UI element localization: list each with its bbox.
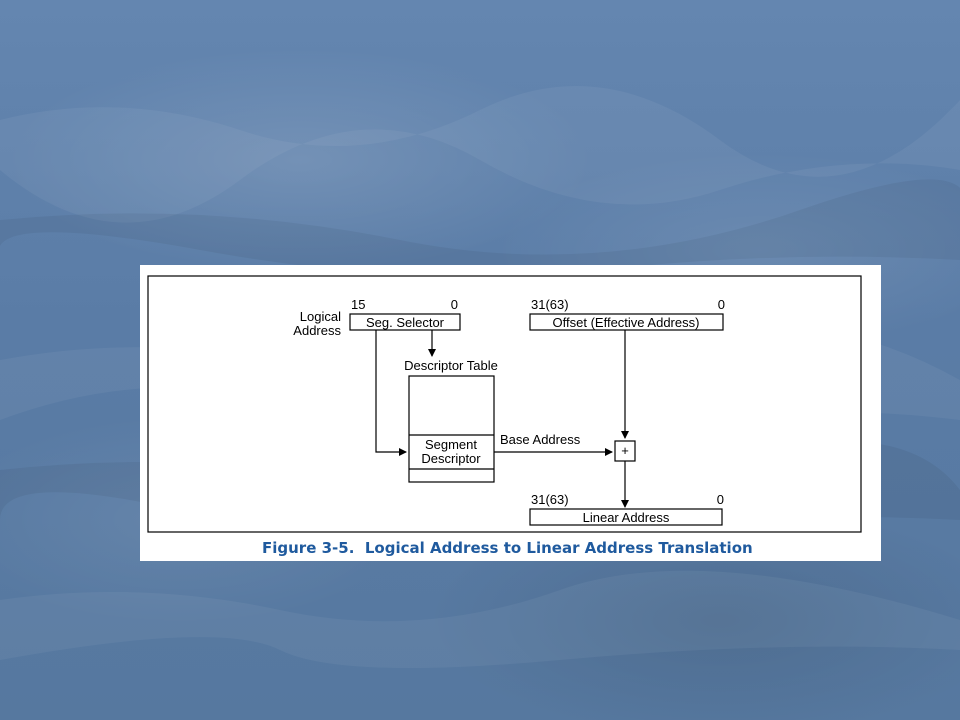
offset-high-bit: 31(63) [531, 297, 569, 312]
figure-caption: Figure 3-5. Logical Address to Linear Ad… [262, 539, 753, 557]
segment-descriptor-label-line2: Descriptor [421, 451, 481, 466]
offset-box [529, 313, 724, 331]
figure-panel: Logical Address 15 0 Seg. Selector 31(63… [140, 265, 881, 561]
selector-low-bit: 0 [451, 297, 458, 312]
base-address-label: Base Address [500, 432, 581, 447]
segment-descriptor-label-line1: Segment [425, 437, 477, 452]
logical-address-label-line1: Logical [300, 309, 341, 324]
descriptor-table-box [408, 375, 495, 483]
offset-low-bit: 0 [718, 297, 725, 312]
diagram-frame [147, 275, 862, 533]
segment-selector-box [349, 313, 461, 331]
address-translation-diagram: Logical Address 15 0 Seg. Selector 31(63… [147, 275, 862, 557]
linear-address-label: Linear Address [583, 510, 670, 525]
selector-to-descriptor-arrow [375, 330, 407, 456]
linear-high-bit: 31(63) [531, 492, 569, 507]
descriptor-table-label: Descriptor Table [404, 358, 498, 373]
linear-low-bit: 0 [717, 492, 724, 507]
segment-selector-label: Seg. Selector [366, 315, 445, 330]
logical-address-label-line2: Address [293, 323, 341, 338]
linear-address-box [529, 508, 723, 526]
offset-label: Offset (Effective Address) [553, 315, 700, 330]
selector-high-bit: 15 [351, 297, 365, 312]
adder-plus-icon: + [621, 443, 629, 458]
